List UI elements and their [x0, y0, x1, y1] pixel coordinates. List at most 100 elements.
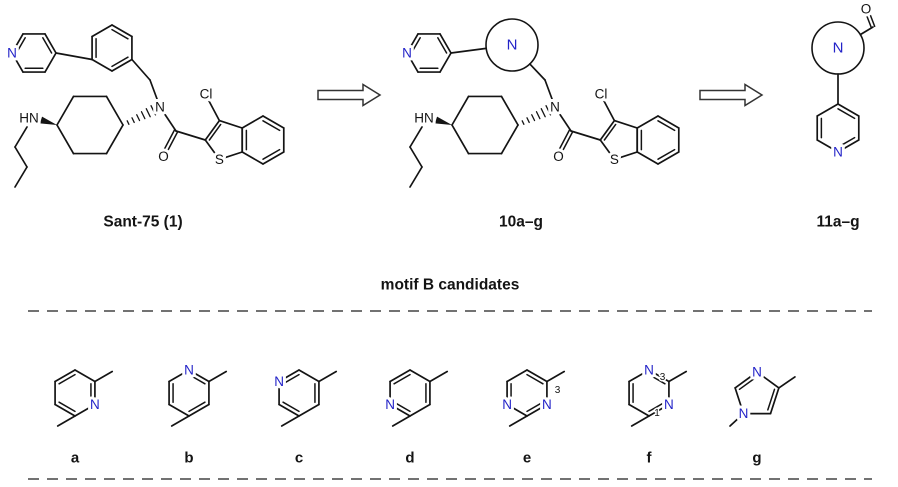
- bond: [506, 369, 528, 383]
- bond: [648, 373, 666, 385]
- bond: [150, 105, 157, 116]
- bond: [526, 403, 548, 417]
- bond: [508, 415, 528, 427]
- bond: [54, 403, 76, 417]
- bond: [521, 120, 525, 125]
- bond: [170, 415, 190, 427]
- bond: [451, 95, 470, 126]
- bond: [554, 106, 572, 132]
- bond: [111, 58, 133, 72]
- bond: [44, 33, 57, 54]
- section-title: motif B candidates: [381, 277, 520, 294]
- bond: [613, 151, 639, 161]
- bond: [500, 124, 519, 155]
- amine-hn-label: HN: [19, 111, 39, 126]
- bond: [531, 114, 536, 122]
- motif-circle-nitrogen-label: N: [833, 40, 844, 57]
- motif-circle-nitrogen-label: N: [507, 37, 518, 54]
- thiophene-sulfur-label: S: [610, 152, 619, 167]
- amine-hn-label: HN: [414, 111, 434, 126]
- candidate-label-f: f: [647, 450, 653, 467]
- bond: [58, 373, 76, 385]
- bond: [262, 148, 281, 160]
- bond: [94, 370, 114, 383]
- bond: [298, 403, 320, 417]
- bond: [544, 79, 556, 108]
- bond: [410, 37, 421, 54]
- candidate-a-nitrogen-label: N: [90, 397, 100, 412]
- bond: [437, 37, 448, 54]
- bond: [15, 37, 26, 54]
- chloro-label: Cl: [200, 87, 213, 102]
- bond: [535, 111, 541, 120]
- bond: [262, 151, 285, 165]
- bond: [769, 387, 780, 415]
- candidate-e-nitrogen1-label: N: [502, 397, 512, 412]
- bond: [105, 95, 124, 126]
- bond: [409, 166, 423, 188]
- bond: [11, 33, 24, 54]
- bond: [131, 117, 135, 124]
- candidate-label-a: a: [71, 450, 80, 467]
- bond: [218, 151, 244, 161]
- bond: [74, 403, 96, 417]
- bond: [816, 139, 839, 153]
- bond: [131, 58, 151, 81]
- bond: [74, 369, 96, 383]
- bond: [500, 95, 519, 126]
- bond: [278, 369, 300, 383]
- bond: [318, 370, 338, 383]
- bond: [648, 401, 666, 413]
- bonds-layer: [11, 12, 876, 480]
- bond: [188, 401, 206, 413]
- bond: [451, 124, 470, 155]
- bond: [868, 12, 876, 28]
- bond: [837, 136, 856, 148]
- bond: [506, 403, 528, 417]
- structure-label-11a-g: 11a–g: [816, 214, 859, 231]
- bond: [558, 129, 571, 150]
- bond: [648, 369, 670, 383]
- candidate-label-e: e: [523, 450, 531, 467]
- bond: [526, 373, 544, 385]
- bond: [734, 387, 745, 415]
- retro-arrow: [317, 83, 382, 107]
- bond: [526, 369, 548, 383]
- bond: [603, 123, 617, 141]
- structure-11a-g: N O N 11a–g: [816, 0, 874, 231]
- retro-arrow: [699, 83, 764, 107]
- bond: [406, 52, 419, 73]
- bond: [429, 370, 449, 383]
- bond: [406, 33, 419, 54]
- bond: [204, 139, 221, 161]
- bond: [636, 151, 659, 165]
- bond: [188, 373, 206, 385]
- locant-f-3: 3: [660, 372, 666, 383]
- bond: [391, 415, 411, 427]
- bond: [58, 401, 76, 413]
- bond: [603, 100, 616, 122]
- structure-label-10a-g: 10a–g: [499, 214, 543, 231]
- bond: [729, 412, 745, 427]
- bond: [208, 370, 228, 383]
- bond: [439, 52, 452, 73]
- bond: [628, 403, 650, 417]
- candidate-label-b: b: [184, 450, 193, 467]
- bond: [778, 376, 796, 389]
- bond: [756, 371, 780, 389]
- bond: [145, 108, 151, 118]
- bond: [262, 120, 281, 132]
- bond: [865, 13, 873, 29]
- candidate-e-nitrogen3-label: N: [542, 397, 552, 412]
- bond: [599, 139, 616, 161]
- bond: [163, 129, 176, 150]
- bond: [56, 415, 76, 427]
- thiophene-sulfur-label: S: [215, 152, 224, 167]
- candidate-d-nitrogen-label: N: [385, 397, 395, 412]
- chloro-label: Cl: [595, 87, 608, 102]
- bond: [613, 119, 639, 129]
- wedge-bond: [434, 116, 452, 125]
- candidate-structures: N N N N N N N N N N 3 3 1: [87, 360, 765, 425]
- bond: [657, 151, 680, 165]
- candidate-label-g: g: [752, 450, 761, 467]
